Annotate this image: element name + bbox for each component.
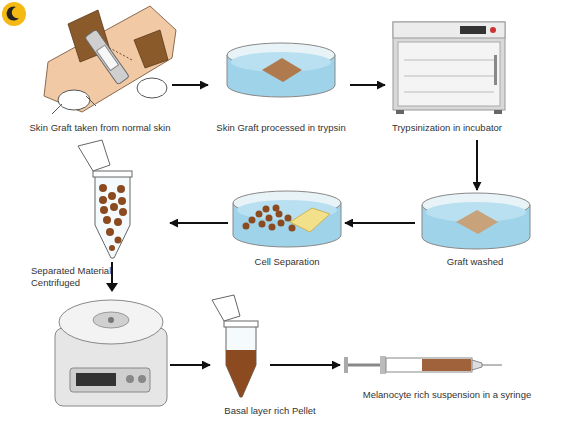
step-caption: Trypsinization in incubator: [392, 122, 502, 134]
flow-arrow: [170, 222, 228, 224]
incubator: [393, 22, 505, 114]
centrifuge: [55, 300, 167, 406]
step-node: Melanocyte rich suspension in a syringe: [340, 345, 535, 405]
flow-arrow: [172, 84, 208, 86]
petri-dish-separation: [233, 191, 341, 247]
step-caption: Graft washed: [447, 256, 504, 268]
flow-arrow: [270, 364, 340, 366]
petri-dish-trypsin: [227, 43, 335, 97]
step-caption: Cell Separation: [255, 256, 320, 268]
step-caption: Separated Material Centrifuged: [31, 265, 121, 289]
petri-dish-washed: [422, 193, 530, 249]
step-caption: Skin Graft taken from normal skin: [30, 122, 171, 134]
flow-arrow: [350, 84, 385, 86]
flow-arrow: [476, 140, 478, 190]
step-node: Skin Graft processed in trypsin: [208, 35, 350, 140]
step-caption: Basal layer rich Pellet: [224, 405, 315, 417]
pellet-tube: [212, 295, 258, 397]
step-node: Basal layer rich Pellet: [210, 300, 270, 420]
step-caption: Melanocyte rich suspension in a syringe: [363, 389, 531, 401]
step-node: Cell Separation: [228, 185, 345, 272]
step-node: Skin Graft taken from normal skin: [28, 0, 172, 140]
step-node: Graft washed: [415, 190, 535, 272]
flow-arrow: [170, 364, 210, 366]
skin-graft-illustration: [44, 6, 176, 114]
step-node: Trypsinization in incubator: [385, 15, 510, 140]
logo: [2, 2, 26, 26]
step-node: Separated Material Centrifuged: [25, 135, 170, 410]
step-caption: Skin Graft processed in trypsin: [216, 122, 345, 134]
syringe: [344, 356, 502, 374]
flow-arrow: [345, 222, 415, 224]
